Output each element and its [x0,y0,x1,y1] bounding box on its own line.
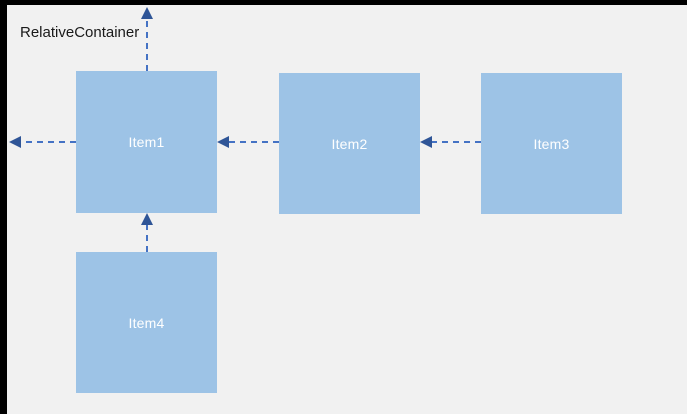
box-item3[interactable]: Item3 [481,73,622,214]
arrow-item1-left-to-container-left [9,136,76,148]
page-title: RelativeContainer [20,24,140,41]
arrow-item1-top-to-container-top [141,7,153,71]
box-item2[interactable]: Item2 [279,73,420,214]
relative-container-canvas: RelativeContainer Item1 Item2 Item3 Item… [7,5,687,414]
box-item2-label: Item2 [331,135,368,152]
box-item4[interactable]: Item4 [76,252,217,393]
arrow-item4-to-item1 [141,213,153,252]
box-item4-label: Item4 [128,314,165,331]
arrow-item3-to-item2 [420,136,481,148]
arrow-item2-to-item1 [217,136,279,148]
box-item1[interactable]: Item1 [76,71,217,213]
box-item1-label: Item1 [128,134,165,150]
box-item3-label: Item3 [533,135,570,152]
